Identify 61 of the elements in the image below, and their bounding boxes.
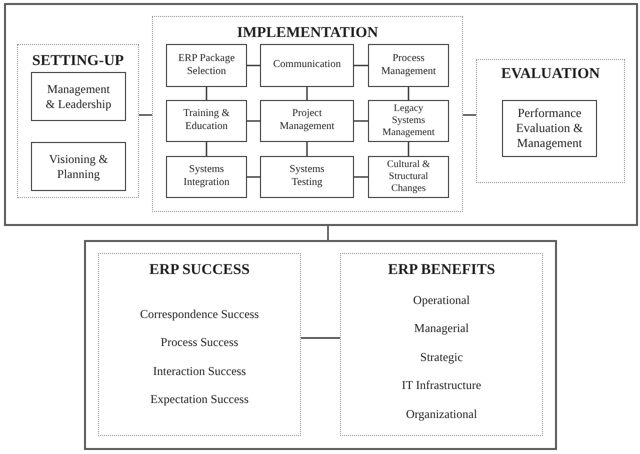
item-label: Expectation Success bbox=[150, 392, 249, 406]
connector-line bbox=[354, 176, 368, 178]
panel-heading: SETTING-UP bbox=[32, 52, 124, 70]
item-label: IT Infrastructure bbox=[402, 378, 482, 392]
factor-label: Visioning & Planning bbox=[48, 152, 109, 181]
item-label: Correspondence Success bbox=[140, 306, 259, 322]
factor-box bbox=[260, 156, 354, 198]
phase-panel bbox=[17, 44, 139, 198]
connector-line bbox=[206, 142, 208, 156]
factor-box bbox=[31, 72, 126, 121]
factor-label: Systems Integration bbox=[182, 164, 231, 190]
factor-box bbox=[166, 156, 247, 198]
phase-panel bbox=[152, 16, 463, 212]
connector-line bbox=[354, 64, 368, 66]
item-label: Strategic bbox=[420, 350, 463, 364]
factor-label: Management & Leadership bbox=[44, 82, 112, 111]
item-label: Operational bbox=[413, 292, 470, 308]
connector-line bbox=[408, 142, 410, 156]
connector-line bbox=[306, 142, 308, 156]
panel-heading: ERP SUCCESS bbox=[149, 261, 250, 279]
connector-line bbox=[247, 176, 260, 178]
factor-box bbox=[368, 100, 449, 142]
framework-panel bbox=[4, 3, 638, 226]
factor-box bbox=[368, 44, 449, 87]
panel-heading: ERP BENEFITS bbox=[388, 261, 496, 279]
connector-line bbox=[139, 114, 152, 116]
connector-line bbox=[247, 64, 260, 66]
factor-label: ERP Package Selection bbox=[177, 52, 236, 78]
factor-box bbox=[260, 100, 354, 142]
factor-box bbox=[166, 100, 247, 142]
factor-label: Process Management bbox=[380, 52, 437, 78]
factor-label: Communication bbox=[273, 59, 341, 72]
factor-box bbox=[502, 100, 597, 157]
factor-label: Cultural & Structural Changes bbox=[386, 159, 432, 195]
connector-line bbox=[463, 114, 476, 116]
panel-heading: EVALUATION bbox=[501, 65, 600, 83]
connector-line bbox=[247, 120, 260, 122]
factor-box bbox=[166, 44, 247, 87]
connector-line bbox=[354, 120, 368, 122]
framework-panel bbox=[84, 240, 557, 450]
connector-line bbox=[327, 226, 329, 240]
factor-box bbox=[368, 156, 449, 198]
item-label: Managerial bbox=[414, 320, 469, 336]
factor-label: Training & Education bbox=[182, 108, 231, 134]
factor-label: Project Management bbox=[278, 108, 336, 134]
connector-line bbox=[408, 87, 410, 100]
factor-label: Systems Testing bbox=[288, 164, 326, 190]
phase-panel bbox=[476, 59, 625, 183]
factor-box bbox=[31, 142, 126, 191]
connector-line bbox=[301, 337, 340, 339]
connector-line bbox=[206, 87, 208, 100]
factor-label: Legacy Systems Management bbox=[381, 103, 436, 139]
connector-line bbox=[306, 87, 308, 100]
phase-panel bbox=[340, 253, 543, 436]
item-label: Organizational bbox=[406, 406, 478, 422]
item-label: Interaction Success bbox=[153, 364, 246, 378]
phase-panel bbox=[98, 253, 301, 436]
panel-heading: IMPLEMENTATION bbox=[236, 24, 378, 42]
factor-box bbox=[260, 44, 354, 87]
item-label: Process Success bbox=[160, 334, 238, 350]
factor-label: Performance Evaluation & Management bbox=[515, 106, 584, 151]
